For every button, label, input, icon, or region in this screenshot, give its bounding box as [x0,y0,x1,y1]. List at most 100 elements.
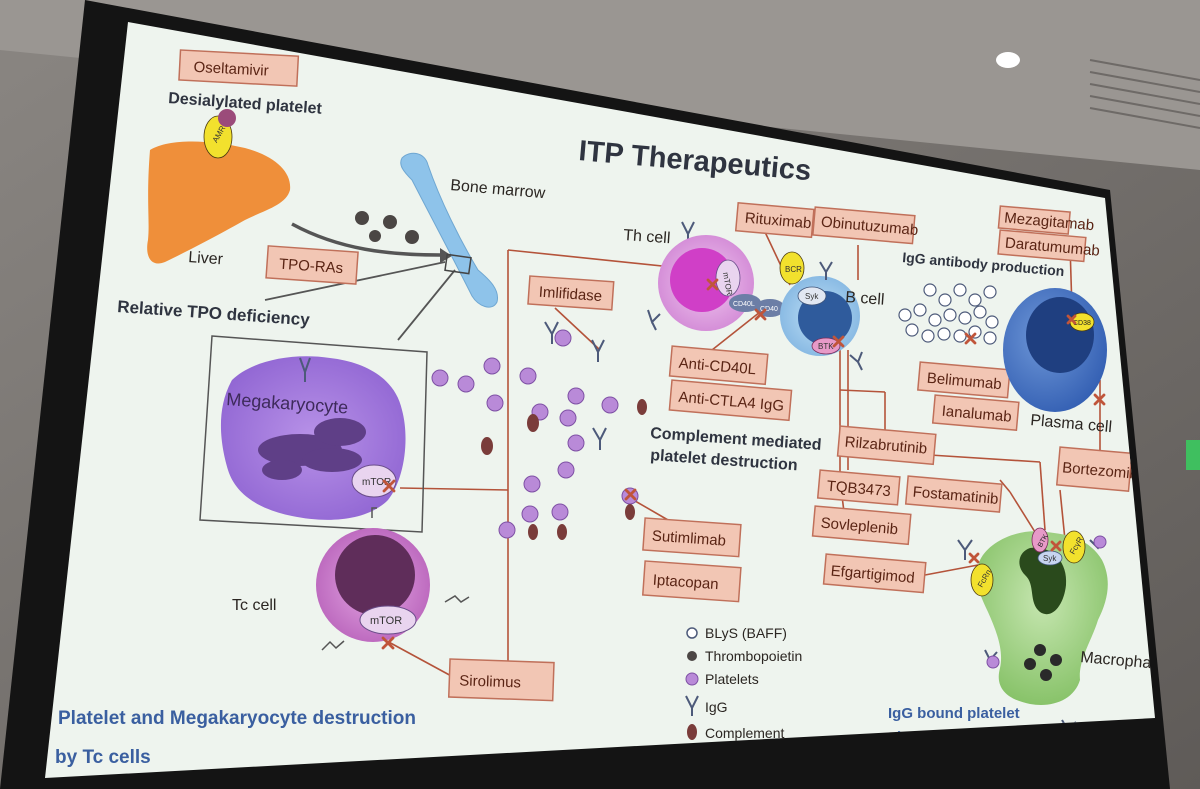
fcgr-molecule [1062,530,1086,564]
caption-igg-bound-1: IgG bound platelet [888,705,1020,722]
svg-text:Thrombopoietin: Thrombopoietin [705,648,802,664]
cd40l-label: CD40L [733,301,755,308]
drug-anti-ctla4: Anti-CTLA4 IgG [668,379,793,422]
tpo-arrow [291,222,441,257]
svg-text:Belimumab: Belimumab [926,370,1002,393]
tc-cell-nucleus [335,535,415,615]
svg-text:Bortezomib: Bortezomib [1062,459,1139,483]
ceiling-light [996,52,1020,68]
tpo-arrow-head [440,248,452,263]
drug-bortezomib: Bortezomib [1055,446,1139,492]
drug-ianalumab: Ianalumab [931,394,1020,432]
b-cell-label: B cell [845,289,885,309]
plasma-cell-nucleus [1026,297,1094,373]
cd40l-molecule [729,294,761,312]
tpo-dots [355,211,419,244]
mtor-tc-label: mTOR [370,615,402,627]
drug-anti-cd40l: Anti-CD40L [668,345,769,386]
drug-obinutuzumab: Obinutuzumab [812,206,919,245]
bcr-molecule [779,251,805,285]
th-cell-label: Th cell [623,227,671,247]
svg-text:BLyS (BAFF): BLyS (BAFF) [705,625,787,641]
b-cell: BCR Syk BTK B cell [779,251,885,371]
mk-link-line [397,269,456,341]
phagocytosed-platelets [1024,644,1062,681]
cd40-label: CD40 [760,306,778,313]
macrophage-body [976,531,1108,705]
fcrn-molecule [970,563,994,597]
liver-shape [147,141,291,264]
syk-macrophage-label: Syk [1043,554,1057,563]
btk-molecule [811,337,841,355]
cd38-label: CD38 [1073,320,1091,327]
mtor-mk-label: mTOR [362,477,391,488]
legend: BLyS (BAFF) Thrombopoietin Platelets IgG… [685,625,802,741]
tc-cell: mTOR Tc cell [232,507,470,651]
bcr-label: BCR [785,265,802,274]
drug-belimumab: Belimumab [917,361,1011,399]
caption-platelet-mk-2: by Tc cells [55,747,151,768]
drug-rilzabrutinib: Rilzabrutinib [836,425,937,466]
macrophage-platelet-1 [1093,535,1107,549]
drug-sirolimus: Sirolimus [447,658,555,702]
btk-macrophage [1031,527,1049,553]
mtor-th [715,259,741,297]
syk-macrophage [1037,550,1063,566]
tc-cell-label: Tc cell [232,597,276,614]
svg-text:TPO-RAs: TPO-RAs [278,256,343,277]
desialylated-platelet-icon [218,109,236,127]
liver-label: Liver [188,249,224,268]
bone-marrow-shape [400,152,499,308]
drug-daratumumab: Daratumumab [997,229,1100,263]
macrophage-platelet-2 [986,655,1000,669]
inhibition-marks [381,278,1106,650]
svg-text:Rituximab: Rituximab [744,210,812,233]
legend-item-tpo: Thrombopoietin [687,648,802,664]
drug-boxes: Oseltamivir TPO-RAs Imlifidase Rituximab… [178,49,1139,702]
mtor-th-label: mTOR [721,272,734,297]
svg-text:Ianalumab: Ianalumab [941,403,1012,426]
svg-text:Sirolimus: Sirolimus [459,672,521,691]
svg-text:Imlifidase: Imlifidase [538,284,602,305]
megakaryocyte-box [199,335,428,533]
legend-item-igg: IgG [685,695,728,716]
drug-fostamatinib: Fostamatinib [904,475,1003,513]
svg-text:Sovleplenib: Sovleplenib [820,515,899,539]
drug-iptacopan: Iptacopan [641,560,742,603]
tc-receptors [321,507,470,651]
platelet-field: Complement mediated platelet destruction [431,221,822,540]
svg-text:IgG: IgG [705,699,728,715]
drug-sutimlimab: Sutimlimab [642,517,742,558]
svg-text:Sutimlimab: Sutimlimab [651,528,726,550]
legend-item-platelets: Platelets [685,671,759,687]
svg-text:Iptacopan: Iptacopan [652,572,719,594]
complement-bodies [481,399,647,540]
svg-text:Anti-CD40L: Anti-CD40L [678,355,757,379]
drug-tqb3473: TQB3473 [816,469,901,506]
exit-sign-light [1186,440,1200,470]
syk-molecule [797,286,827,306]
drug-imlifidase: Imlifidase [527,275,615,311]
caption-platelet-mk-1: Platelet and Megakaryocyte destruction [58,708,416,729]
megakaryocyte-nucleus [258,418,366,480]
th-cell-nucleus [670,248,734,312]
drug-tpo-ras: TPO-RAs [265,245,359,285]
syk-label: Syk [805,292,819,301]
bone-marrow-zoom-box [444,253,472,275]
drug-oseltamivir: Oseltamivir [178,49,300,87]
legend-item-blys: BLyS (BAFF) [686,625,787,641]
ceiling-vents [1089,59,1200,129]
igg-on-mk [299,357,311,382]
drug-sovleplenib: Sovleplenib [811,505,912,546]
svg-text:Oseltamivir: Oseltamivir [193,59,269,80]
drug-rituximab: Rituximab [734,202,815,239]
svg-text:Platelets: Platelets [705,671,759,687]
legend-item-complement: Complement [687,724,784,741]
svg-text:Complement: Complement [705,725,784,741]
blys-cluster [898,283,999,345]
btk-label: BTK [818,342,834,351]
mtor-tc [359,605,417,635]
caption-igg-bound-2: destruction in spleen [892,729,1043,746]
platelets [431,329,639,539]
